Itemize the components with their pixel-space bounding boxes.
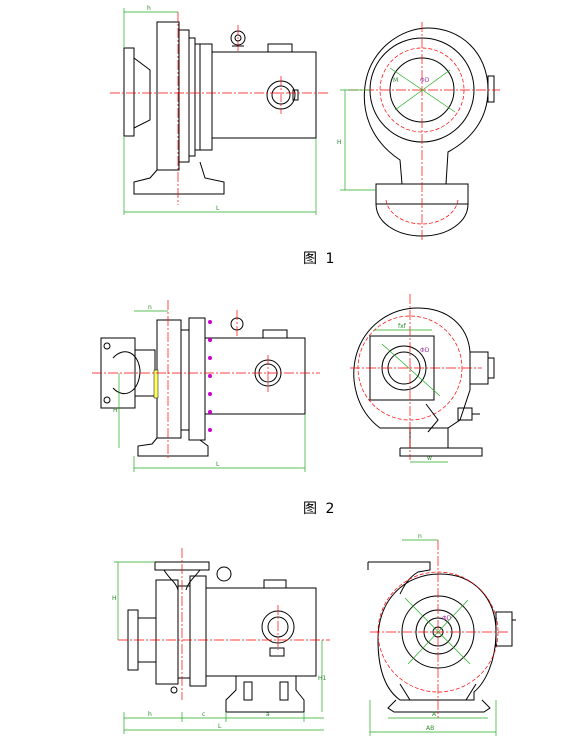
fig2-n-label: n	[148, 304, 152, 311]
fig1-L-label: L	[216, 205, 220, 212]
figure-2: n L H fxf ΦD	[92, 294, 494, 472]
fig3-c-label: c	[202, 711, 205, 718]
fig3-front-view: ΦD n A AB	[368, 533, 516, 736]
fig3-phi-label: ΦD	[442, 615, 452, 622]
fig3-h-label: h	[148, 711, 152, 718]
figure-1: h L H M ΦD	[110, 5, 500, 242]
fig3-A-label: A	[432, 711, 437, 718]
fig1-H-label: H	[337, 139, 342, 146]
fig3-L-label: L	[218, 723, 222, 730]
fig2-front-view: fxf ΦD w	[350, 294, 494, 462]
fig2-H-label: H	[113, 407, 118, 414]
fig1-front-view: H M ΦD	[337, 22, 500, 242]
fig2-phi-label: ΦD	[420, 347, 430, 354]
fig2-side-view: n L H	[92, 300, 320, 472]
fig2-fxf-label: fxf	[398, 323, 407, 330]
fig3-H1-label: H1	[318, 675, 327, 682]
fig1-h-label: h	[147, 5, 151, 12]
fig1-side-view: h L	[110, 5, 330, 215]
fig3-AB-label: AB	[426, 725, 434, 732]
fig2-L-label: L	[216, 461, 220, 468]
fig2-w-label: w	[427, 455, 432, 462]
figure-1-caption: 图 1	[303, 251, 337, 267]
fig1-phi-label: ΦD	[420, 77, 430, 84]
fig3-n-label: n	[418, 533, 422, 540]
figure-2-caption: 图 2	[303, 501, 337, 517]
fig3-a-label: a	[266, 711, 270, 718]
fig3-side-view: H H1 h c a L	[112, 548, 330, 734]
fig1-M-label: M	[393, 77, 398, 84]
figure-3: H H1 h c a L	[112, 533, 516, 736]
fig3-H-label: H	[112, 595, 117, 602]
